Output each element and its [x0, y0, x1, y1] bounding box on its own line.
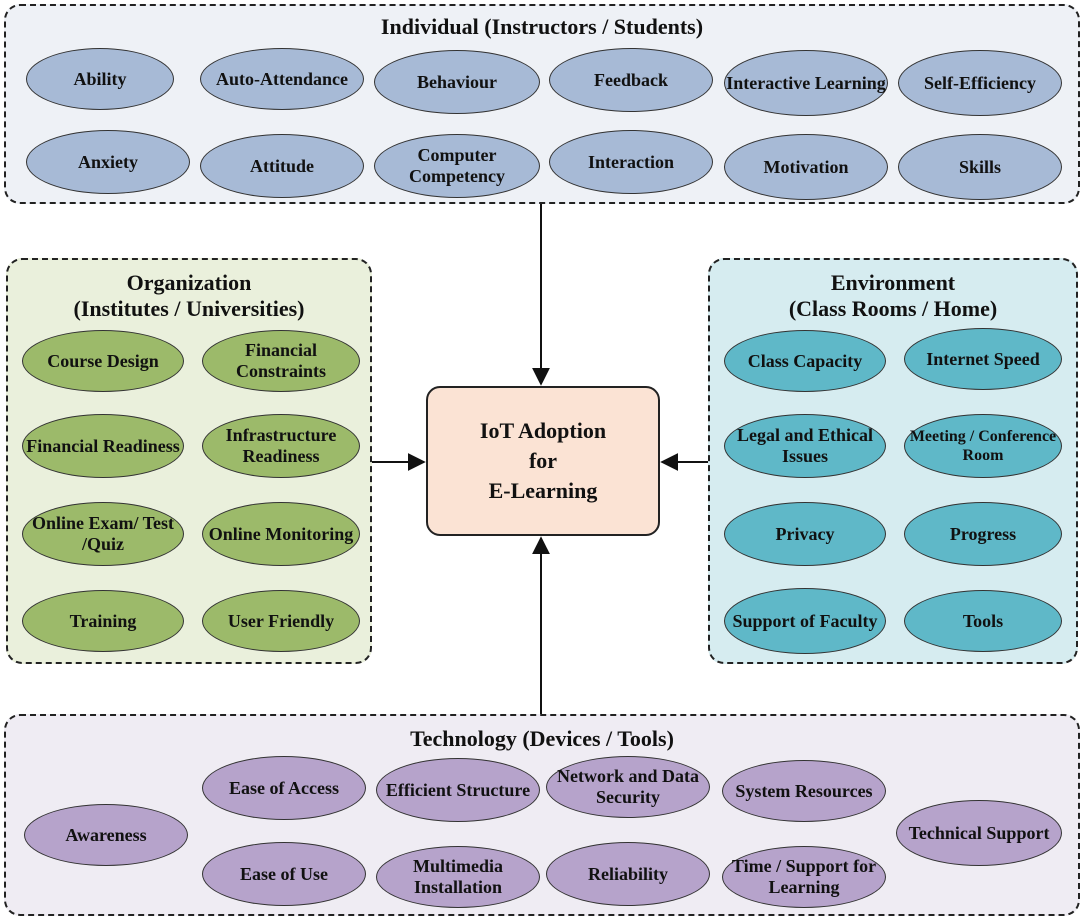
center-line3: E-Learning — [488, 478, 598, 503]
center-line1: IoT Adoption — [479, 418, 607, 443]
factor-online-exam: Online Exam/ Test /Quiz — [22, 502, 184, 566]
technology-group: Technology (Devices / Tools) Awareness E… — [4, 714, 1080, 916]
factor-auto-attendance: Auto-Attendance — [200, 48, 364, 110]
center-node: IoT Adoption for E-Learning — [426, 386, 660, 536]
factor-system-resources: System Resources — [722, 760, 886, 822]
factor-meeting-room: Meeting / Conference Room — [904, 414, 1062, 478]
factor-efficient-structure: Efficient Structure — [376, 758, 540, 822]
factor-tools: Tools — [904, 590, 1062, 652]
factor-self-efficiency: Self-Efficiency — [898, 50, 1062, 116]
factor-multimedia-installation: Multimedia Installation — [376, 846, 540, 908]
factor-interaction: Interaction — [549, 130, 713, 194]
individual-title: Individual (Instructors / Students) — [380, 14, 704, 39]
factor-financial-constraints: Financial Constraints — [202, 330, 360, 392]
factor-interactive-learning: Interactive Learning — [724, 50, 888, 116]
factor-behaviour: Behaviour — [374, 50, 540, 114]
factor-network-data-security: Network and Data Security — [546, 756, 710, 818]
factor-anxiety: Anxiety — [26, 130, 190, 194]
center-line2: for — [528, 448, 558, 473]
factor-technical-support: Technical Support — [896, 800, 1062, 866]
factor-awareness: Awareness — [24, 804, 188, 866]
environment-title-line2: (Class Rooms / Home) — [788, 296, 998, 321]
technology-title: Technology (Devices / Tools) — [410, 726, 674, 751]
organization-group: Organization (Institutes / Universities)… — [6, 258, 372, 664]
environment-group: Environment (Class Rooms / Home) Class C… — [708, 258, 1078, 664]
factor-privacy: Privacy — [724, 502, 886, 566]
factor-skills: Skills — [898, 134, 1062, 200]
factor-ease-of-use: Ease of Use — [202, 842, 366, 906]
factor-user-friendly: User Friendly — [202, 590, 360, 652]
factor-time-support-learning: Time / Support for Learning — [722, 846, 886, 908]
factor-feedback: Feedback — [549, 48, 713, 112]
environment-title-line1: Environment — [830, 270, 956, 295]
factor-online-monitoring: Online Monitoring — [202, 502, 360, 566]
factor-computer-competency: Computer Competency — [374, 134, 540, 198]
factor-legal-ethical: Legal and Ethical Issues — [724, 414, 886, 478]
factor-support-of-faculty: Support of Faculty — [724, 588, 886, 654]
factor-training: Training — [22, 590, 184, 652]
factor-class-capacity: Class Capacity — [724, 330, 886, 392]
factor-course-design: Course Design — [22, 330, 184, 392]
factor-reliability: Reliability — [546, 842, 710, 906]
factor-motivation: Motivation — [724, 134, 888, 200]
organization-title-line2: (Institutes / Universities) — [73, 296, 305, 321]
factor-attitude: Attitude — [200, 134, 364, 198]
factor-ability: Ability — [26, 48, 174, 110]
factor-financial-readiness: Financial Readiness — [22, 414, 184, 478]
organization-title-line1: Organization — [126, 270, 252, 295]
factor-infrastructure-readiness: Infrastructure Readiness — [202, 414, 360, 478]
factor-internet-speed: Internet Speed — [904, 328, 1062, 390]
factor-progress: Progress — [904, 502, 1062, 566]
individual-group: Individual (Instructors / Students) Abil… — [4, 4, 1080, 204]
factor-ease-of-access: Ease of Access — [202, 756, 366, 820]
